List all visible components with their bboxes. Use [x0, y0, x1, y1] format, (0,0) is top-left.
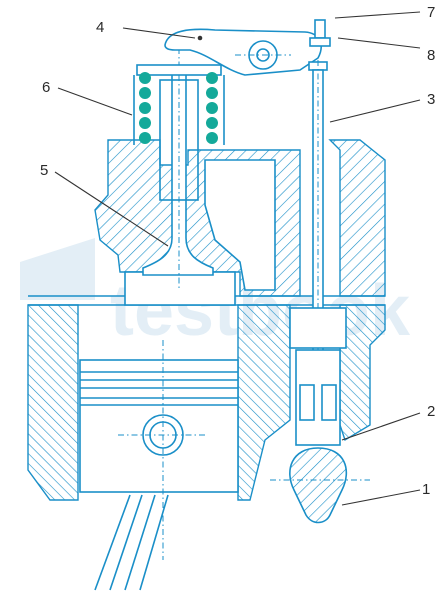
piston: [79, 340, 239, 560]
label-6: 6: [42, 79, 50, 96]
cam: [270, 447, 370, 524]
label-4: 4: [96, 19, 104, 36]
leader-lines: [54, 11, 421, 506]
tappet: [289, 307, 347, 446]
label-7: 7: [427, 4, 435, 21]
adjusting-screw: [309, 19, 331, 47]
label-8: 8: [427, 47, 435, 64]
label-5: 5: [40, 162, 48, 179]
valve: [142, 48, 214, 290]
rocker-arm: [164, 28, 322, 76]
combustion-chamber: [124, 271, 236, 306]
valve-spring: [133, 64, 225, 145]
part-labels: 4 6 5 7 8 3 2 1: [40, 4, 435, 498]
label-2: 2: [427, 403, 435, 420]
cylinder-block: [27, 304, 386, 591]
label-1: 1: [422, 481, 430, 498]
label-3: 3: [427, 91, 435, 108]
valve-guide: [159, 79, 199, 201]
